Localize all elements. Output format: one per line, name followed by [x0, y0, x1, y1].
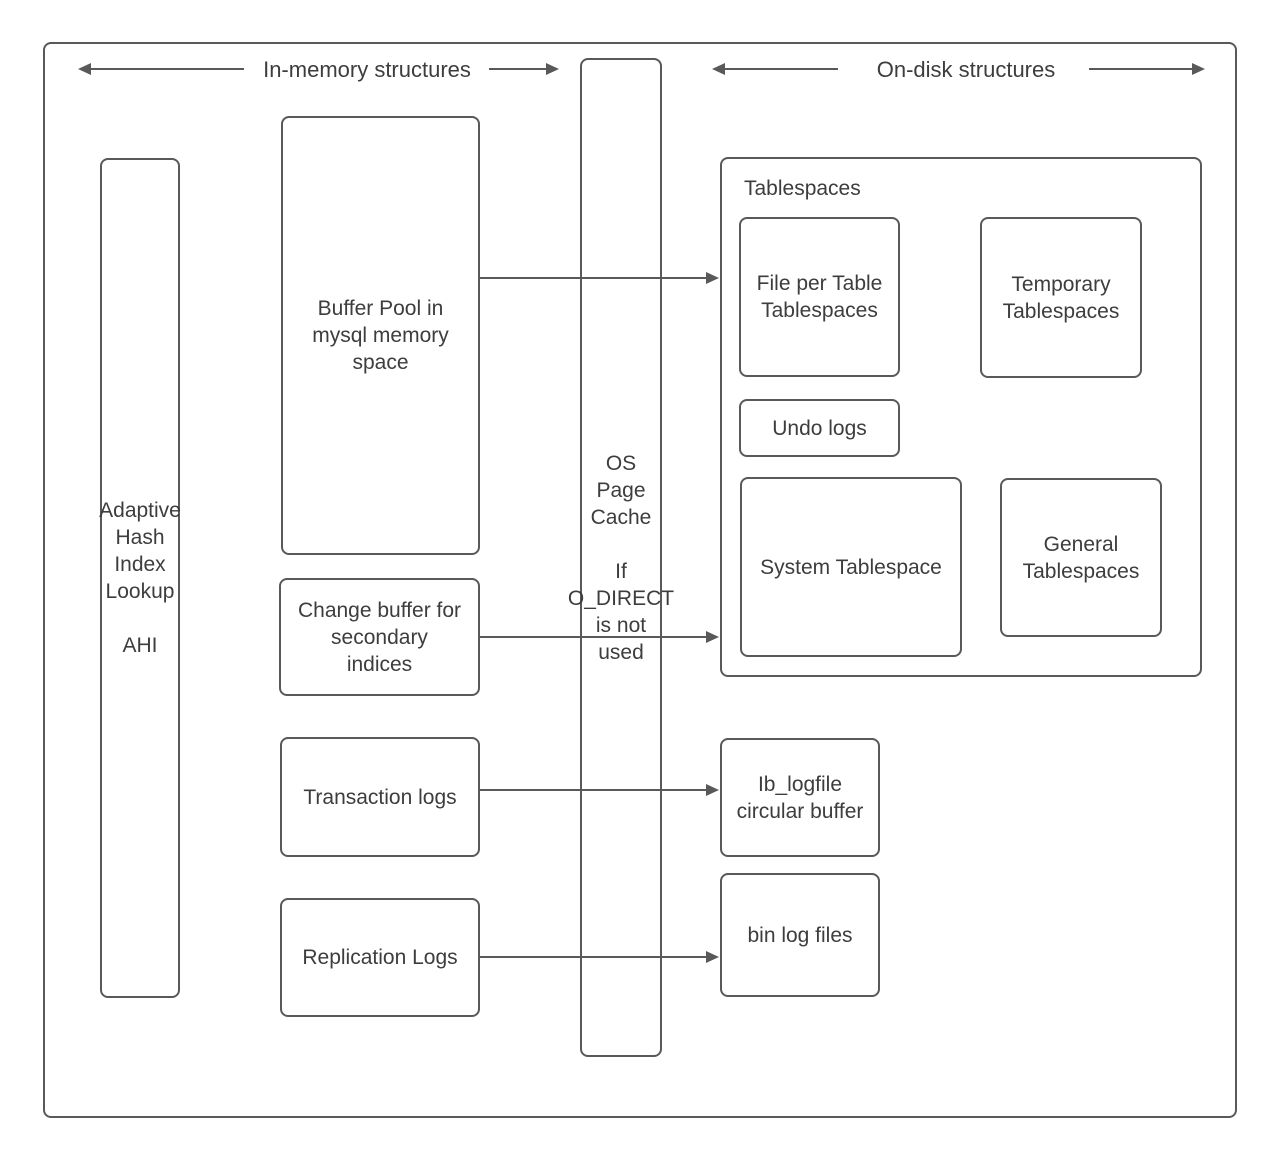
arrowhead-right-icon [706, 784, 719, 796]
node-label: Replication Logs [302, 946, 458, 969]
node-os-page-cache: OS Page Cache If O_DIRECT is not used [568, 58, 674, 1057]
node-label: Undo logs [772, 416, 867, 440]
node-label: mysql memory [312, 324, 449, 347]
on-disk-right-arrow-icon [1089, 63, 1205, 75]
node-label: O_DIRECT [567, 586, 675, 610]
node-replication-logs: Replication Logs [280, 898, 480, 1017]
arrowhead-right-icon [706, 631, 719, 643]
node-general-tablespaces: General Tablespaces [1000, 478, 1162, 637]
node-label: Page [596, 478, 646, 502]
node-label: If [615, 559, 627, 583]
arrowhead-right-icon [546, 63, 559, 75]
node-bin-log-files: bin log files [720, 873, 880, 997]
node-label: File per Table [756, 272, 883, 295]
node-label: Hash [115, 526, 165, 549]
node-label: is not [595, 613, 647, 637]
arrowhead-right-icon [706, 951, 719, 963]
node-undo-logs: Undo logs [739, 399, 900, 457]
node-transaction-logs: Transaction logs [280, 737, 480, 857]
node-label: System Tablespace [760, 555, 942, 579]
node-label: Tablespaces [761, 299, 878, 322]
node-label: OS [605, 451, 637, 475]
arrow-change-buffer-to-tablespaces [480, 631, 719, 643]
node-label: secondary [331, 625, 428, 649]
node-label: indices [346, 652, 413, 676]
node-label: Cache [590, 505, 652, 529]
node-label: circular buffer [736, 799, 864, 823]
node-temporary-tablespaces: Temporary Tablespaces [980, 217, 1142, 378]
node-label: Index [114, 553, 166, 576]
node-label: space [352, 351, 409, 374]
on-disk-left-arrow-icon [712, 63, 838, 75]
node-system-tablespace: System Tablespace [740, 477, 962, 657]
on-disk-header: On-disk structures [876, 57, 1056, 82]
arrowhead-right-icon [1192, 63, 1205, 75]
in-memory-header: In-memory structures [263, 57, 471, 82]
node-label: Transaction logs [303, 785, 457, 809]
node-label: Ib_logfile [757, 772, 843, 796]
in-memory-left-arrow-icon [78, 63, 244, 75]
node-label: General [1043, 532, 1119, 556]
node-label: Temporary [1011, 272, 1111, 296]
arrow-replication-logs-to-bin-log [480, 951, 719, 963]
group-title: Tablespaces [744, 177, 861, 200]
node-change-buffer: Change buffer for secondary indices [279, 578, 480, 696]
arrow-transaction-logs-to-ib-logfile [480, 784, 719, 796]
node-label: Adaptive [99, 499, 181, 522]
node-buffer-pool: Buffer Pool in mysql memory space [281, 116, 480, 555]
in-memory-right-arrow-icon [489, 63, 559, 75]
node-ib-logfile-circular-buffer: Ib_logfile circular buffer [720, 738, 880, 857]
node-adaptive-hash-index: Adaptive Hash Index Lookup AHI [99, 158, 181, 998]
node-file-per-table-tablespaces: File per Table Tablespaces [739, 217, 900, 377]
node-label: used [598, 640, 644, 664]
arrow-buffer-pool-to-tablespaces [480, 272, 719, 284]
arrowhead-right-icon [706, 272, 719, 284]
node-label: Tablespaces [1002, 299, 1120, 323]
node-label: Lookup [105, 580, 175, 603]
node-label: AHI [122, 634, 158, 657]
node-label: Buffer Pool in [317, 297, 444, 320]
arrowhead-left-icon [712, 63, 725, 75]
node-label: Tablespaces [1022, 559, 1140, 583]
node-label: bin log files [747, 923, 853, 947]
node-label: Change buffer for [297, 598, 462, 622]
arrowhead-left-icon [78, 63, 91, 75]
